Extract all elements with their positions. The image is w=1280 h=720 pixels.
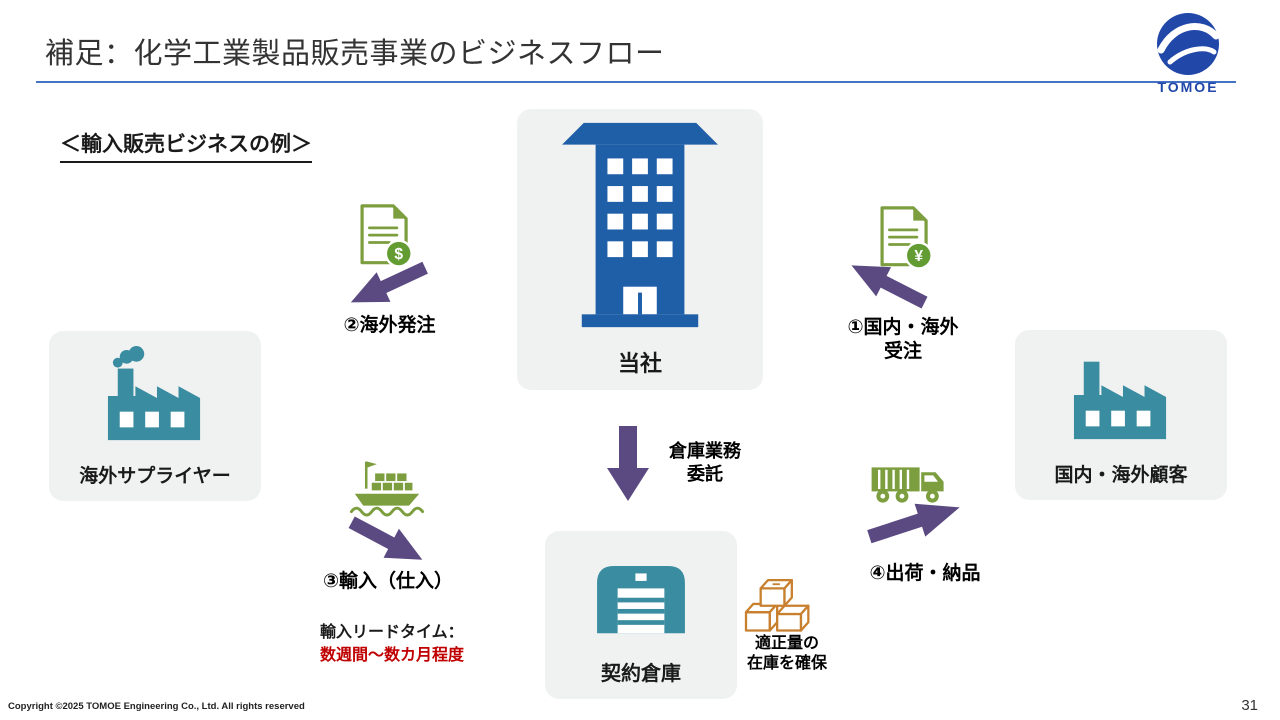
tomoe-logo: TOMOE [1148, 10, 1228, 95]
flow-label-warehouse-outsourcing: 倉庫業務 委託 [655, 440, 755, 486]
copyright-text: Copyright ©2025 TOMOE Engineering Co., L… [8, 701, 305, 712]
svg-text:$: $ [394, 246, 403, 263]
flow-label-import: ③輸入（仕入） [322, 571, 454, 592]
smoke-icon [112, 346, 145, 368]
invoice-dollar-icon: $ [360, 204, 413, 268]
lead-time-value: 数週間～数カ月程度 [320, 647, 465, 664]
warehouse-icon [589, 531, 693, 657]
customer-factory-icon [1062, 330, 1180, 460]
tomoe-logo-icon [1157, 13, 1220, 75]
arrow-warehouse-outsourcing [607, 426, 649, 501]
flow-label-order-received: ①国内・海外 受注 [828, 316, 978, 365]
arrow-import [348, 516, 423, 560]
flow-label-inventory-line1: 適正量の [754, 635, 819, 652]
boxes-icon [744, 578, 810, 632]
flow-label-order-received-line1: ①国内・海外 [847, 317, 959, 338]
flow-label-warehouse-outsourcing-line1: 倉庫業務 [669, 441, 741, 461]
lead-time-label: 輸入リードタイム： [320, 624, 464, 641]
svg-text:¥: ¥ [914, 248, 923, 265]
arrow-overseas-order [350, 261, 428, 303]
page-title: 補足：化学工業製品販売事業のビジネスフロー [45, 38, 665, 70]
flow-label-order-received-line2: 受注 [883, 341, 922, 363]
node-company-label: 当社 [617, 351, 662, 376]
node-supplier-label: 海外サプライヤー [79, 466, 231, 487]
section-heading: ＜輸入販売ビジネスの例＞ [60, 128, 312, 163]
flow-label-overseas-order: ②海外発注 [343, 315, 436, 336]
node-customer: 国内・海外顧客 [1015, 330, 1227, 500]
node-supplier: 海外サプライヤー [49, 331, 261, 501]
invoice-yen-icon: ¥ [880, 206, 933, 270]
flow-label-shipping: ④出荷・納品 [869, 563, 981, 584]
node-customer-label: 国内・海外顧客 [1054, 465, 1188, 486]
arrow-shipping [867, 503, 960, 544]
office-building-icon [556, 109, 724, 346]
tomoe-logo-text: TOMOE [1157, 79, 1219, 95]
node-warehouse-label: 契約倉庫 [601, 663, 681, 685]
title-underline [36, 81, 1236, 83]
truck-icon [871, 467, 944, 503]
flow-label-warehouse-outsourcing-line2: 委託 [687, 464, 723, 485]
node-company: 当社 [517, 109, 763, 390]
arrow-order-received [851, 265, 928, 309]
node-warehouse: 契約倉庫 [545, 531, 737, 699]
page-number: 31 [1241, 697, 1258, 714]
flow-label-inventory-line2: 在庫を確保 [746, 655, 827, 673]
flow-label-inventory: 適正量の 在庫を確保 [722, 634, 852, 675]
cargo-ship-icon [349, 461, 425, 517]
factory-icon [96, 331, 214, 461]
